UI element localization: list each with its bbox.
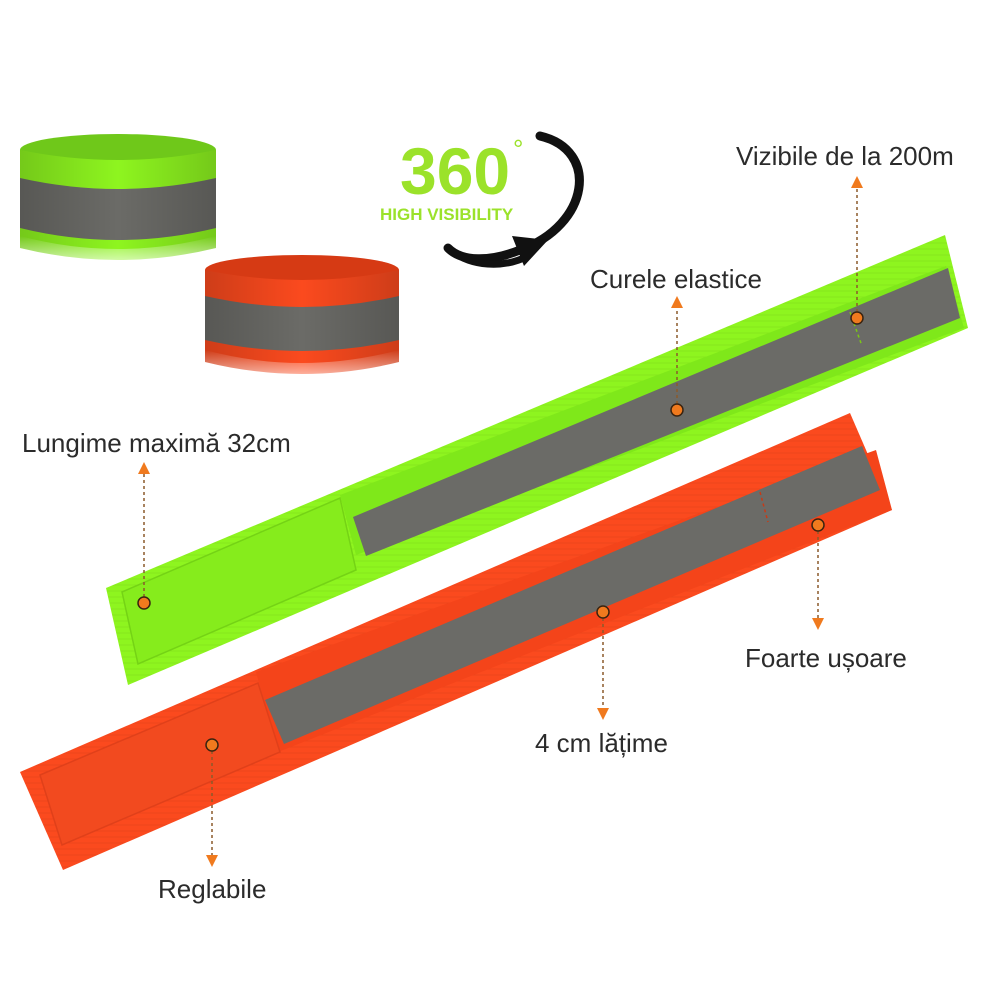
360-high-visibility-badge: 360 ° HIGH VISIBILITY <box>380 131 584 268</box>
callout-dots <box>137 311 864 752</box>
badge-degree: ° <box>513 134 523 164</box>
orange-strap-velcro-patch <box>39 681 281 847</box>
dot-length <box>137 596 151 610</box>
dot-elastic <box>670 403 684 417</box>
arrow-head-icon <box>512 236 548 266</box>
callout-pointers <box>143 186 858 857</box>
green-loop-band <box>20 134 216 276</box>
orange-strap-reflective-stripe <box>265 446 880 744</box>
orange-flat-strap <box>20 413 892 870</box>
callout-arrowheads <box>138 176 863 867</box>
dot-width <box>596 605 610 619</box>
green-flat-strap <box>106 235 968 685</box>
callout-visible-distance: Vizibile de la 200m <box>736 141 954 171</box>
callout-width: 4 cm lățime <box>535 728 668 758</box>
orange-loop-band <box>205 255 399 393</box>
badge-caption: HIGH VISIBILITY <box>380 205 514 224</box>
green-strap-reflective-stripe <box>353 268 960 556</box>
dot-light <box>811 518 825 532</box>
callout-elastic-straps: Curele elastice <box>590 264 762 294</box>
badge-number: 360 <box>400 134 510 208</box>
arrowhead-length-icon <box>138 462 150 474</box>
arrowhead-visible-icon <box>851 176 863 188</box>
green-strap-velcro-patch <box>121 496 357 666</box>
callout-max-length: Lungime maximă 32cm <box>22 428 291 458</box>
callout-very-light: Foarte ușoare <box>745 643 907 673</box>
orange-loop-reflection <box>205 350 399 393</box>
arrowhead-elastic-icon <box>671 296 683 308</box>
green-loop-reflection <box>20 236 216 276</box>
arrowhead-width-icon <box>597 708 609 720</box>
dot-adjust <box>205 738 219 752</box>
arrowhead-light-icon <box>812 618 824 630</box>
callout-adjustable: Reglabile <box>158 874 267 904</box>
green-loop-shading <box>20 150 216 260</box>
orange-strap-stitching <box>759 491 769 523</box>
arrowhead-adjust-icon <box>206 855 218 867</box>
rotation-arrow-tail <box>444 244 532 268</box>
dot-visible <box>850 311 864 325</box>
orange-loop-shading <box>205 270 399 374</box>
